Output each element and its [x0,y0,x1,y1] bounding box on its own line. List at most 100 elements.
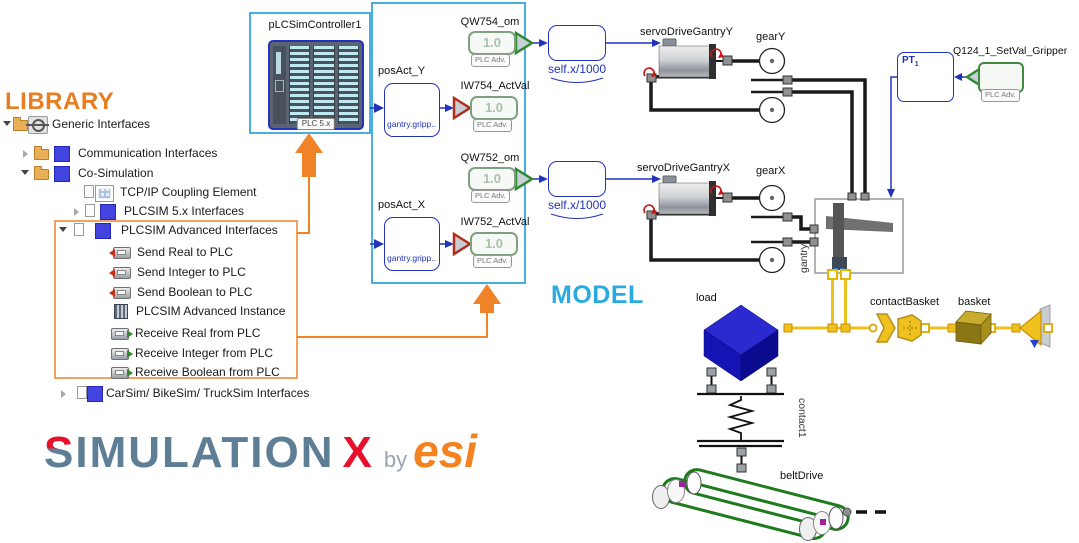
port-triangles [452,30,983,257]
library-package-icon [100,204,116,220]
gantry-block[interactable] [809,192,904,274]
document-icon [85,204,95,217]
chevron-right-icon[interactable] [61,390,66,398]
chevron-down-icon[interactable] [21,170,29,175]
tree-item-co-simulation[interactable]: Co-Simulation [0,165,345,182]
iw754-value: 1.0 [484,100,504,115]
tree-item-label: PLCSIM Advanced Interfaces [121,223,278,237]
receive-from-plc-icon [111,348,133,360]
tree-item-plcsim-advanced-instance[interactable]: PLCSIM Advanced Instance [0,303,345,320]
output-port-qw752[interactable] [514,166,535,192]
library-section-title: LIBRARY [5,88,115,115]
belt-drive-label: beltDrive [780,470,824,482]
folder-icon [34,166,49,180]
tree-item-label: Receive Real from PLC [135,326,261,340]
logo-x: X [342,428,374,477]
motor-x[interactable] [658,182,712,215]
tree-item-receive-integer[interactable]: Receive Integer from PLC [0,345,345,362]
send-to-plc-icon [109,247,131,259]
library-link-annotations [54,133,501,379]
gear-x[interactable] [751,184,810,274]
tree-item-plcsim-5x[interactable]: PLCSIM 5.x Interfaces [0,203,345,220]
servo-drive-gantry-y[interactable] [643,38,772,112]
logo-sim-first-letter: S [44,428,76,477]
library-highlight-box [54,220,298,379]
basket-label: basket [958,296,991,308]
signal-connections [370,39,966,249]
pos-act-x-block[interactable] [384,217,440,271]
motor-y[interactable] [658,45,712,78]
tree-item-receive-real[interactable]: Receive Real from PLC [0,325,345,342]
load-mass-element[interactable] [703,304,779,382]
gripper-end-element[interactable] [1019,304,1053,348]
pos-act-y-block[interactable] [384,83,440,137]
chevron-down-icon[interactable] [59,227,67,232]
contact-spring-assembly[interactable] [697,367,784,473]
qw754-label: QW754_om [460,16,520,28]
pt1-label: PT1 [902,55,919,68]
iw754-block[interactable]: 1.0 [470,96,518,120]
belt-drive-element[interactable] [652,467,894,541]
load-label: load [696,292,717,304]
tree-item-send-real[interactable]: Send Real to PLC [0,244,345,261]
chevron-right-icon[interactable] [23,150,28,158]
rotation-arrow-icons-x [643,185,724,214]
tree-item-generic-interfaces[interactable]: Generic Interfaces [0,116,345,134]
tree-item-carsim-bikesim-trucksim[interactable]: CarSim/ BikeSim/ TruckSim Interfaces [0,385,345,402]
function-block-y[interactable] [548,25,606,61]
tree-item-label: PLCSIM Advanced Instance [136,304,286,318]
qw754-block[interactable]: 1.0 [468,31,516,55]
iw754-badge: PLC Adv. [473,119,512,132]
function-block-x[interactable] [548,161,606,197]
library-package-icon [87,386,103,402]
translational-connections [783,269,1021,333]
tree-item-receive-boolean[interactable]: Receive Boolean from PLC [0,364,345,381]
document-icon [74,223,84,236]
gear-x-label: gearX [756,165,786,177]
iw752-badge: PLC Adv. [473,255,512,268]
qw754-value: 1.0 [482,35,502,50]
basket-element[interactable] [955,310,992,346]
input-port-iw752[interactable] [452,231,473,257]
tree-item-label: Send Integer to PLC [137,265,246,279]
chevron-right-icon[interactable] [74,208,79,216]
tree-item-send-boolean[interactable]: Send Boolean to PLC [0,284,345,301]
tree-item-label: Co-Simulation [78,166,154,180]
iw752-block[interactable]: 1.0 [470,232,518,256]
library-package-icon [95,223,111,239]
gravity-arrow-icon [1030,340,1039,348]
send-to-plc-icon [109,267,131,279]
tree-item-label: Send Real to PLC [137,245,234,259]
gear-y-label: gearY [756,31,786,43]
pt1-block[interactable] [897,52,954,102]
chevron-down-icon[interactable] [3,121,11,126]
input-port-iw754[interactable] [452,95,473,121]
plc-instance-icon [114,304,128,319]
servo-y-label: servoDriveGantryY [640,26,733,38]
iw752-label: IW752_ActVal [460,216,530,228]
pos-act-x-expression: gantry.gripp.. [387,253,436,263]
gear-y[interactable] [751,47,867,194]
tree-item-label: PLCSIM 5.x Interfaces [124,204,245,218]
tree-item-communication-interfaces[interactable]: Communication Interfaces [0,145,345,162]
tree-item-send-integer[interactable]: Send Integer to PLC [0,264,345,281]
qw752-label: QW752_om [460,152,520,164]
qw752-value: 1.0 [482,171,502,186]
tree-item-plcsim-advanced[interactable]: PLCSIM Advanced Interfaces [0,222,345,239]
contact1-label: contact1 [796,398,808,438]
contact-basket-element[interactable] [875,313,922,343]
library-package-icon [54,146,70,162]
plc-controller-block[interactable]: PLC 5.x [268,40,364,130]
pos-act-y-label: posAct_Y [378,65,426,77]
tree-item-tcpip-coupling[interactable]: TCP/IP Coupling Element [0,184,345,202]
library-package-icon [54,166,70,182]
tree-item-label: Communication Interfaces [78,146,218,160]
plc-rack-graphic [273,46,359,124]
document-icon [77,386,87,399]
rotation-arrow-icons-y [643,48,724,77]
esi-brand-logo: esi [413,425,478,477]
qw752-block[interactable]: 1.0 [468,167,516,191]
output-port-qw754[interactable] [514,30,535,56]
servo-drive-gantry-x[interactable] [643,175,772,262]
